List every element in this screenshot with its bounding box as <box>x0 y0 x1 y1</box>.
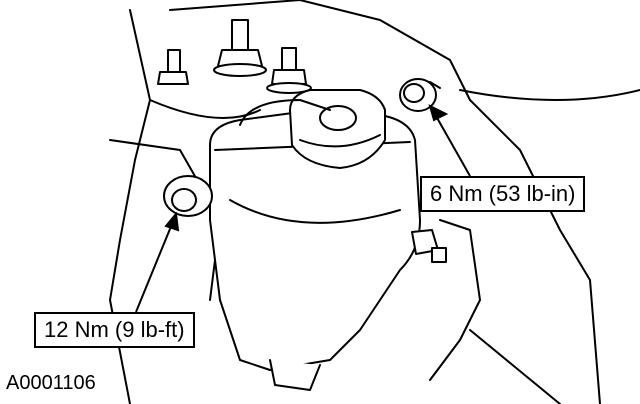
reservoir-cap <box>289 89 386 169</box>
figure-id: A0001106 <box>6 372 96 394</box>
bolt-left <box>163 175 213 217</box>
leader-top <box>435 115 471 177</box>
leader-bottom <box>135 223 173 313</box>
fender-curve <box>459 89 640 101</box>
body-panel-top <box>169 0 471 101</box>
stud-right-lower <box>411 229 447 263</box>
reservoir-tank <box>209 111 421 371</box>
reservoir-neck <box>269 359 321 391</box>
stud-top-2 <box>266 47 312 94</box>
bolt-top-right <box>399 78 441 112</box>
body-panel-inner <box>149 99 261 119</box>
torque-callout-top: 6 Nm (53 lb-in) <box>420 176 586 212</box>
vent-hose <box>239 99 331 126</box>
torque-callout-bottom: 12 Nm (9 lb-ft) <box>34 312 195 348</box>
stud-top-3 <box>157 49 189 85</box>
body-panel-right <box>469 99 601 404</box>
reservoir-edge <box>229 199 401 224</box>
left-panel-line <box>109 139 221 301</box>
arrowhead-bottom <box>164 211 180 232</box>
arrowhead-top <box>428 104 449 122</box>
stud-top-1 <box>213 19 267 77</box>
bracket-right <box>429 219 481 381</box>
lower-right-line <box>469 329 561 404</box>
